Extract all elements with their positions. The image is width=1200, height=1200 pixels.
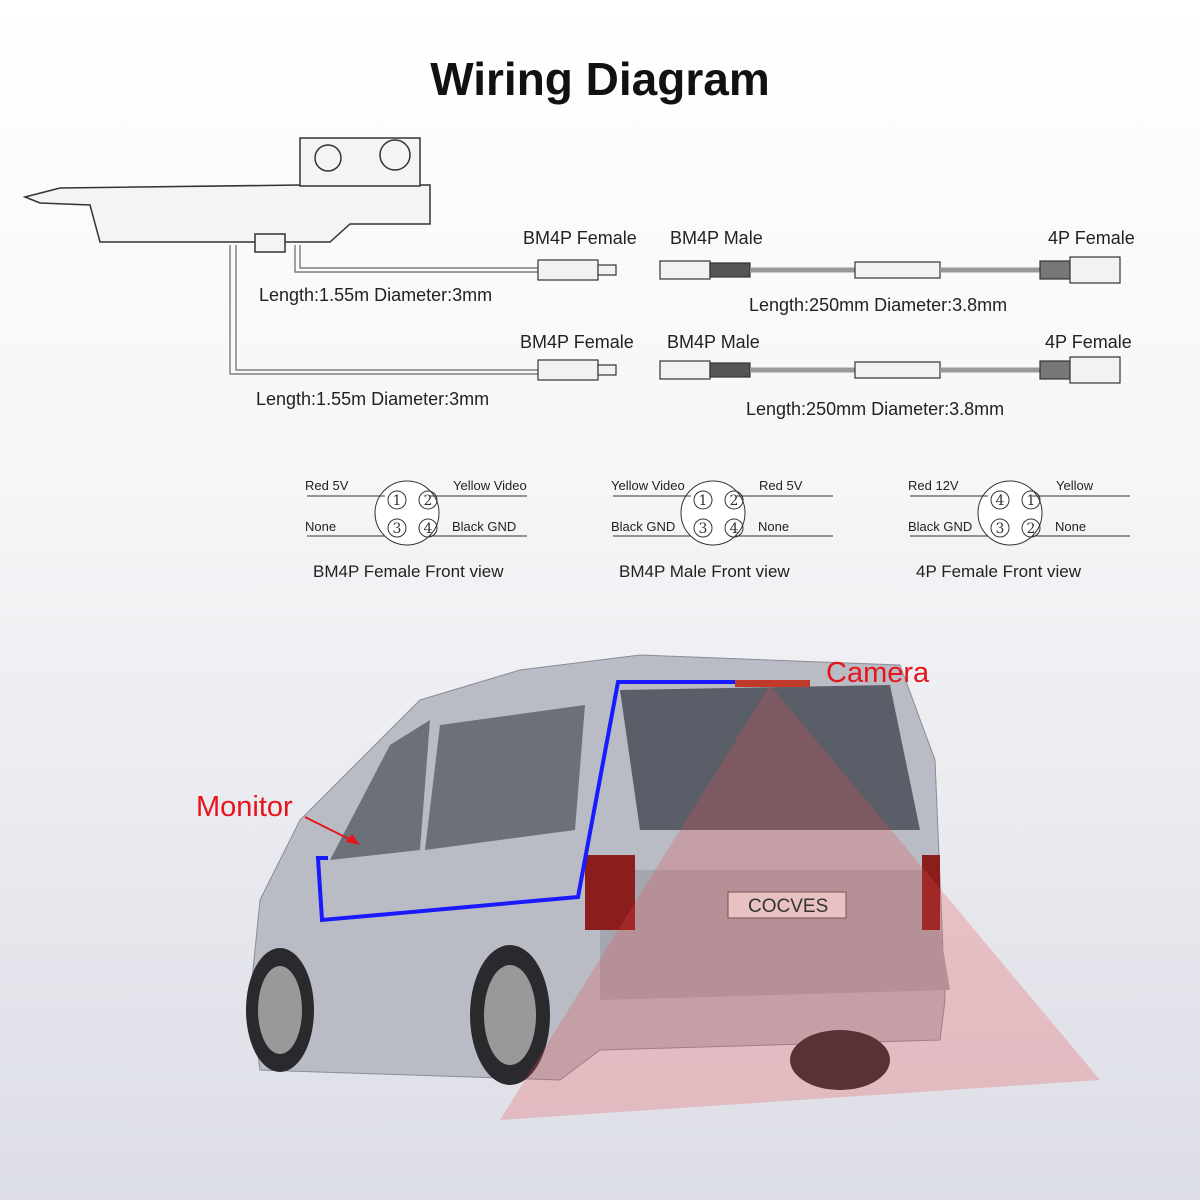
pinout-2-tl: Yellow Video <box>611 478 685 493</box>
pinout-3-tr: Yellow <box>1056 478 1094 493</box>
pinout-1-br: Black GND <box>452 519 517 534</box>
cable2-extension-length-label: Length:250mm Diameter:3.8mm <box>746 399 1005 419</box>
pin-number: 1 <box>699 493 708 509</box>
cable2-4p-female-label: 4P Female <box>1045 332 1132 352</box>
pin-number: 2 <box>730 493 739 509</box>
wire-route <box>315 680 735 923</box>
pinout-3-caption: 4P Female Front view <box>916 562 1082 581</box>
cable-connectors-1 <box>537 256 1121 284</box>
pin-number: 1 <box>393 493 402 509</box>
pinout-3-tl: Red 12V <box>908 478 959 493</box>
cable-connectors-2 <box>537 356 1121 384</box>
camera-label: Camera <box>826 657 930 689</box>
pin-number: 2 <box>424 493 433 509</box>
pinout-3-br: None <box>1055 519 1087 534</box>
pin-number: 3 <box>393 521 402 537</box>
camera-housing <box>22 137 431 253</box>
cable1-bm4p-female-label: BM4P Female <box>523 228 637 248</box>
pin-number: 3 <box>996 521 1005 537</box>
pin-number: 4 <box>730 521 739 537</box>
cable1-4p-female-label: 4P Female <box>1048 228 1135 248</box>
cable1-bm4p-male-label: BM4P Male <box>670 228 763 248</box>
pinout-1-tr: Yellow Video <box>453 478 527 493</box>
pinout-1-caption: BM4P Female Front view <box>313 562 504 581</box>
pinout-3: 4 1 3 2 <box>910 480 1130 546</box>
page-title: Wiring Diagram <box>430 53 770 105</box>
connectors <box>537 256 1121 384</box>
cable2-bm4p-female-label: BM4P Female <box>520 332 634 352</box>
monitor-label: Monitor <box>196 791 293 823</box>
pin-number: 1 <box>1027 493 1036 509</box>
pin-number: 3 <box>699 521 708 537</box>
pinout-diagrams: 1 2 3 4 1 2 3 4 4 1 3 2 <box>307 480 1130 546</box>
pinout-2: 1 2 3 4 <box>613 480 833 546</box>
car-illustration <box>246 654 1100 1120</box>
license-plate-text: COCVES <box>748 896 829 917</box>
cable1-length-label: Length:1.55m Diameter:3mm <box>259 285 493 305</box>
pin-number: 4 <box>424 521 433 537</box>
pinout-1: 1 2 3 4 <box>307 480 527 546</box>
pinout-1-bl: None <box>305 519 337 534</box>
pinout-3-bl: Black GND <box>908 519 973 534</box>
pinout-1-tl: Red 5V <box>305 478 349 493</box>
pinout-2-br: None <box>758 519 790 534</box>
pin-number: 2 <box>1027 521 1036 537</box>
pinout-2-tr: Red 5V <box>759 478 803 493</box>
cable1-extension-length-label: Length:250mm Diameter:3.8mm <box>749 295 1008 315</box>
pinout-2-bl: Black GND <box>611 519 676 534</box>
cable2-length-label: Length:1.55m Diameter:3mm <box>256 389 490 409</box>
cable2-bm4p-male-label: BM4P Male <box>667 332 760 352</box>
camera-cables <box>229 245 540 375</box>
pin-number: 4 <box>996 493 1005 509</box>
pinout-2-caption: BM4P Male Front view <box>619 562 790 581</box>
